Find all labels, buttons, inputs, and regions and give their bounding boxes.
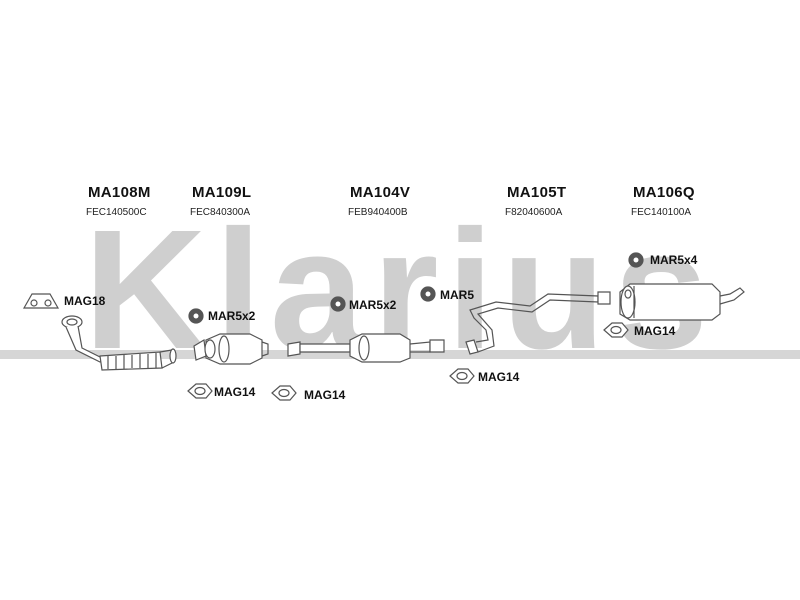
mar5x4-hanger-icon [628,252,644,268]
part-ref-fec140500c: FEC140500C [86,207,147,218]
mag14-gasket-icon-b [271,385,297,401]
catalyst-ma109l [193,333,269,365]
mar5-hanger-icon [420,286,436,302]
intermediate-pipe-ma105t [465,291,611,355]
label-mar5x4: MAR5x4 [650,253,698,267]
centre-silencer-ma104v [287,333,445,363]
part-ref-feb940400b: FEB940400B [348,207,408,218]
label-mag14-b: MAG14 [304,388,346,402]
rear-silencer-ma106q [619,283,745,321]
label-mag14-c: MAG14 [478,370,520,384]
mag14-gasket-icon-c [449,368,475,384]
label-mar5x2-b: MAR5x2 [349,298,397,312]
mar5x2-hanger-icon-b [330,296,346,312]
label-mar5x2-a: MAR5x2 [208,309,256,323]
part-code-ma104v: MA104V [350,184,411,201]
front-pipe-ma108m [61,315,177,371]
label-mar5: MAR5 [440,288,475,302]
part-ref-fec840300a: FEC840300A [190,207,251,218]
part-code-ma109l: MA109L [192,184,252,201]
mar5x2-hanger-icon-a [188,308,204,324]
label-mag14-a: MAG14 [214,385,256,399]
label-mag18: MAG18 [64,294,106,308]
part-code-ma106q: MA106Q [633,184,695,201]
label-mag14-d: MAG14 [634,324,676,338]
part-code-ma105t: MA105T [507,184,567,201]
part-ref-f82040600a: F82040600A [505,207,563,218]
mag14-gasket-icon-d [603,322,629,338]
part-code-ma108m: MA108M [88,184,151,201]
part-ref-fec140100a: FEC140100A [631,207,692,218]
mag18-gasket-icon [22,293,60,309]
mag14-gasket-icon-a [187,383,213,399]
